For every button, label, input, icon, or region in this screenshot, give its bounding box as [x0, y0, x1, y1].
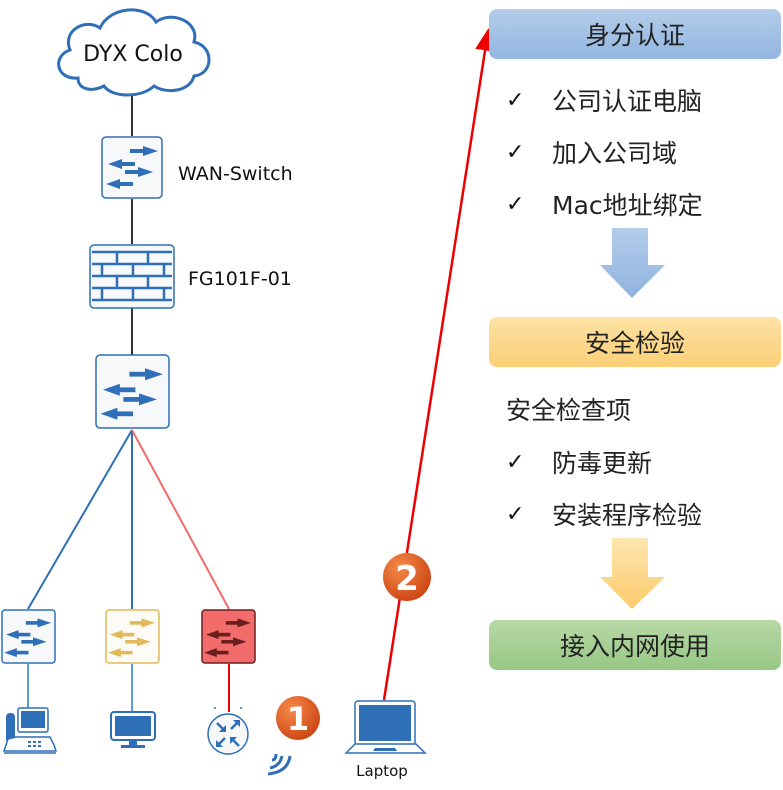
monitor-icon[interactable] [110, 711, 156, 748]
firewall-label: FG101F-01 [188, 268, 292, 290]
auth-check-item: ✓ Mac地址绑定 [506, 186, 703, 222]
wan-switch-icon[interactable] [101, 136, 163, 199]
security-check-label: 防毒更新 [552, 449, 653, 478]
step-badge-1-number: 1 [287, 700, 309, 738]
access-switch-yellow-icon[interactable] [105, 609, 160, 664]
flow-arrow-down-1 [600, 228, 665, 298]
security-check-item: ✓ 安装程序检验 [506, 496, 702, 532]
check-icon: ✓ [506, 139, 525, 165]
laptop-icon[interactable] [344, 700, 427, 754]
auth-check-label: 公司认证电脑 [552, 87, 703, 116]
link-core-access1 [27, 429, 133, 610]
cloud-icon[interactable] [57, 8, 211, 97]
access-switch-red-icon[interactable] [201, 609, 256, 664]
step-identity-auth-header: 身分认证 [489, 9, 781, 59]
check-icon: ✓ [506, 449, 525, 475]
step-identity-auth-title: 身分认证 [584, 21, 685, 50]
flow-arrow-down-2 [600, 538, 665, 609]
link-laptop-auth [382, 28, 495, 701]
auth-check-item: ✓ 加入公司域 [506, 134, 677, 170]
step-intranet-access-header: 接入内网使用 [489, 620, 781, 670]
security-check-item: ✓ 防毒更新 [506, 444, 652, 480]
auth-check-label: 加入公司域 [552, 139, 678, 168]
router-icon[interactable] [207, 707, 249, 755]
step-badge-2-number: 2 [395, 559, 419, 599]
check-icon: ✓ [506, 191, 525, 217]
security-check-subtitle: 安全检查项 [506, 396, 632, 425]
step-security-check-title: 安全检验 [584, 329, 685, 358]
ip-phone-icon[interactable] [2, 707, 58, 754]
firewall-icon[interactable] [89, 244, 175, 309]
link-core-access3 [131, 429, 230, 610]
check-icon: ✓ [506, 87, 525, 113]
step-badge-1: 1 [276, 696, 320, 740]
wireless-signal-icon [267, 753, 292, 776]
step-badge-2: 2 [383, 553, 431, 601]
access-switch-blue-icon[interactable] [1, 609, 56, 664]
wan-switch-label: WAN-Switch [178, 163, 293, 185]
auth-check-label: Mac地址绑定 [552, 191, 703, 220]
laptop-label: Laptop [356, 762, 408, 780]
cloud-label: DYX Colo [83, 42, 183, 67]
step-security-check-header: 安全检验 [489, 317, 781, 367]
check-icon: ✓ [506, 501, 525, 527]
auth-check-item: ✓ 公司认证电脑 [506, 82, 702, 118]
security-check-label: 安装程序检验 [552, 501, 703, 530]
core-switch-icon[interactable] [95, 354, 170, 429]
step-intranet-access-title: 接入内网使用 [559, 632, 710, 661]
